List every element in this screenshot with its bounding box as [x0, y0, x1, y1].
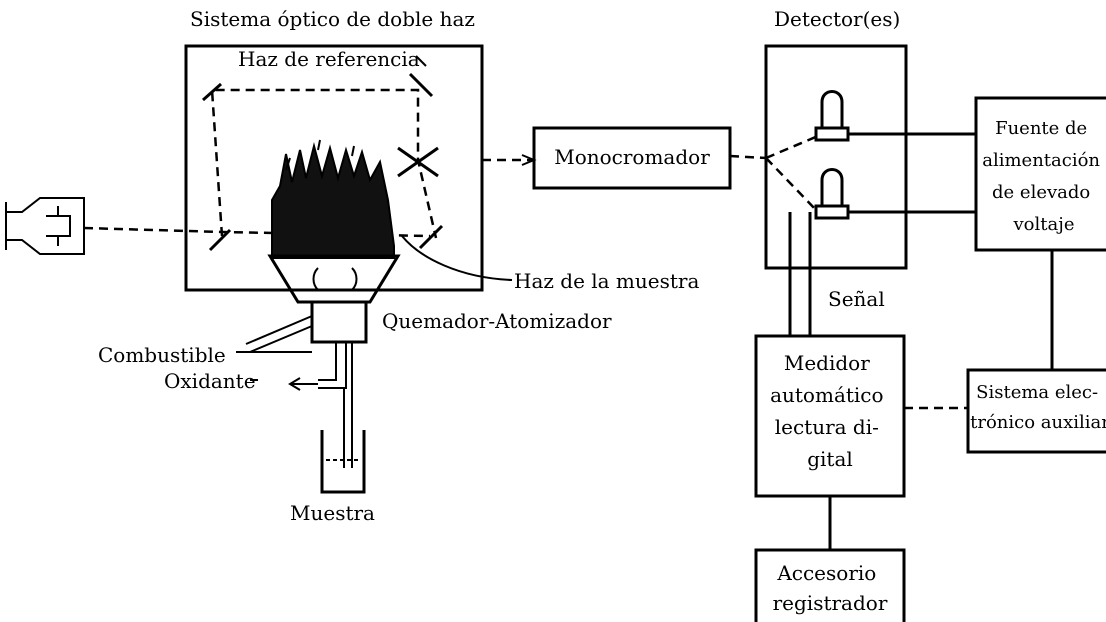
monochromator-box	[532, 126, 732, 190]
atomizer-chamber	[310, 300, 368, 344]
reference-beam-label: Haz de referencia	[238, 47, 420, 71]
detectors-title: Detector(es)	[774, 7, 900, 31]
power-supply-box	[974, 96, 1106, 252]
recorder-box	[754, 548, 906, 622]
meter-label: Medidor automático lectura di- gital	[770, 351, 890, 471]
detector-box	[764, 44, 908, 270]
optical-system-box	[184, 44, 484, 292]
oxidant-label: Oxidante	[164, 369, 256, 393]
fuel-label: Combustible	[98, 343, 226, 367]
signal-label: Señal	[828, 287, 885, 311]
monochromator-label: Monocromador	[554, 145, 710, 169]
beaker-icon	[320, 430, 366, 494]
electronics-box	[966, 368, 1106, 454]
optical-system-title: Sistema óptico de doble haz	[190, 7, 475, 31]
recorder-label: Accesorio registrador	[773, 561, 888, 615]
burner-label: Quemador-Atomizador	[382, 309, 612, 333]
burner-head	[267, 254, 401, 304]
power-supply-label: Fuente de alimentación de elevado voltaj…	[982, 118, 1106, 235]
flame-icon	[271, 139, 395, 259]
detector-tube-icon	[814, 90, 850, 220]
reference-beam-path	[210, 88, 438, 239]
electronics-label: Sistema elec- trónico auxiliar	[970, 382, 1106, 433]
lamp-icon	[5, 197, 85, 255]
sample-label: Muestra	[290, 501, 375, 525]
sample-beam-label: Haz de la muestra	[514, 269, 699, 293]
